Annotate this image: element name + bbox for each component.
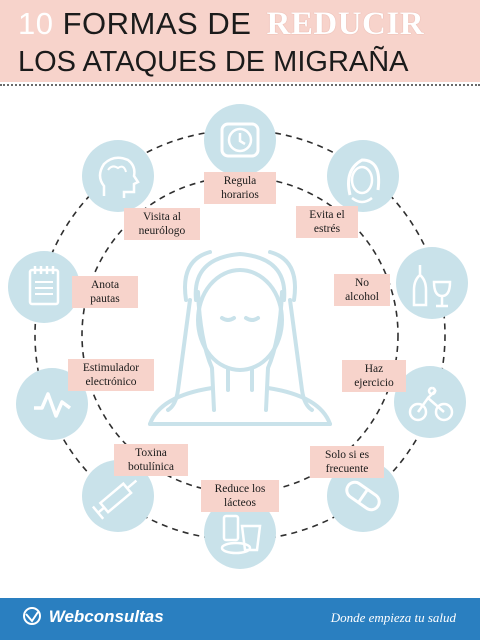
label-regula-horarios: Regula horarios xyxy=(204,172,276,204)
label-toxina-botulinica: Toxina botulínica xyxy=(114,444,188,476)
title-banner: 10 FORMAS DE REDUCIR LOS ATAQUES DE MIGR… xyxy=(0,0,480,82)
brand-logo[interactable]: Webconsultas xyxy=(22,606,164,627)
label-evita-estres: Evita el estrés xyxy=(296,206,358,238)
footer-bar: Webconsultas Donde empieza tu salud xyxy=(0,598,480,640)
globe-icon xyxy=(23,607,41,625)
headache-figure-icon xyxy=(148,250,332,426)
dotted-divider xyxy=(0,84,480,86)
title-line-2: LOS ATAQUES DE MIGRAÑA xyxy=(18,46,409,78)
title-highlight: REDUCIR xyxy=(266,6,425,42)
inner-dashed-ring xyxy=(81,176,399,494)
clock-icon xyxy=(204,104,276,176)
label-haz-ejercicio: Haz ejercicio xyxy=(342,360,406,392)
pill-icon xyxy=(327,460,399,532)
tips-diagram xyxy=(8,104,468,569)
label-estimulador: Estimulador electrónico xyxy=(68,359,154,391)
label-reduce-lacteos: Reduce los lácteos xyxy=(201,480,279,512)
dairy-icon xyxy=(204,497,276,569)
cyclist-icon xyxy=(394,366,466,438)
label-no-alcohol: No alcohol xyxy=(334,274,390,306)
brand-name: Webconsultas xyxy=(48,607,164,626)
title-line-1: 10 FORMAS DE REDUCIR xyxy=(18,6,424,43)
wine-icon xyxy=(396,247,468,319)
footer-slogan: Donde empieza tu salud xyxy=(330,610,456,625)
notepad-icon xyxy=(8,251,80,323)
title-number: 10 xyxy=(18,6,54,41)
label-anota-pautas: Anota pautas xyxy=(72,276,138,308)
label-solo-frecuente: Solo si es frecuente xyxy=(310,446,384,478)
woman-face-icon xyxy=(327,140,399,212)
head-brain-icon xyxy=(82,140,154,212)
label-visita-neurologo: Visita al neurólogo xyxy=(124,208,200,240)
syringe-icon xyxy=(82,460,154,532)
title-text-1: FORMAS DE xyxy=(62,6,252,41)
